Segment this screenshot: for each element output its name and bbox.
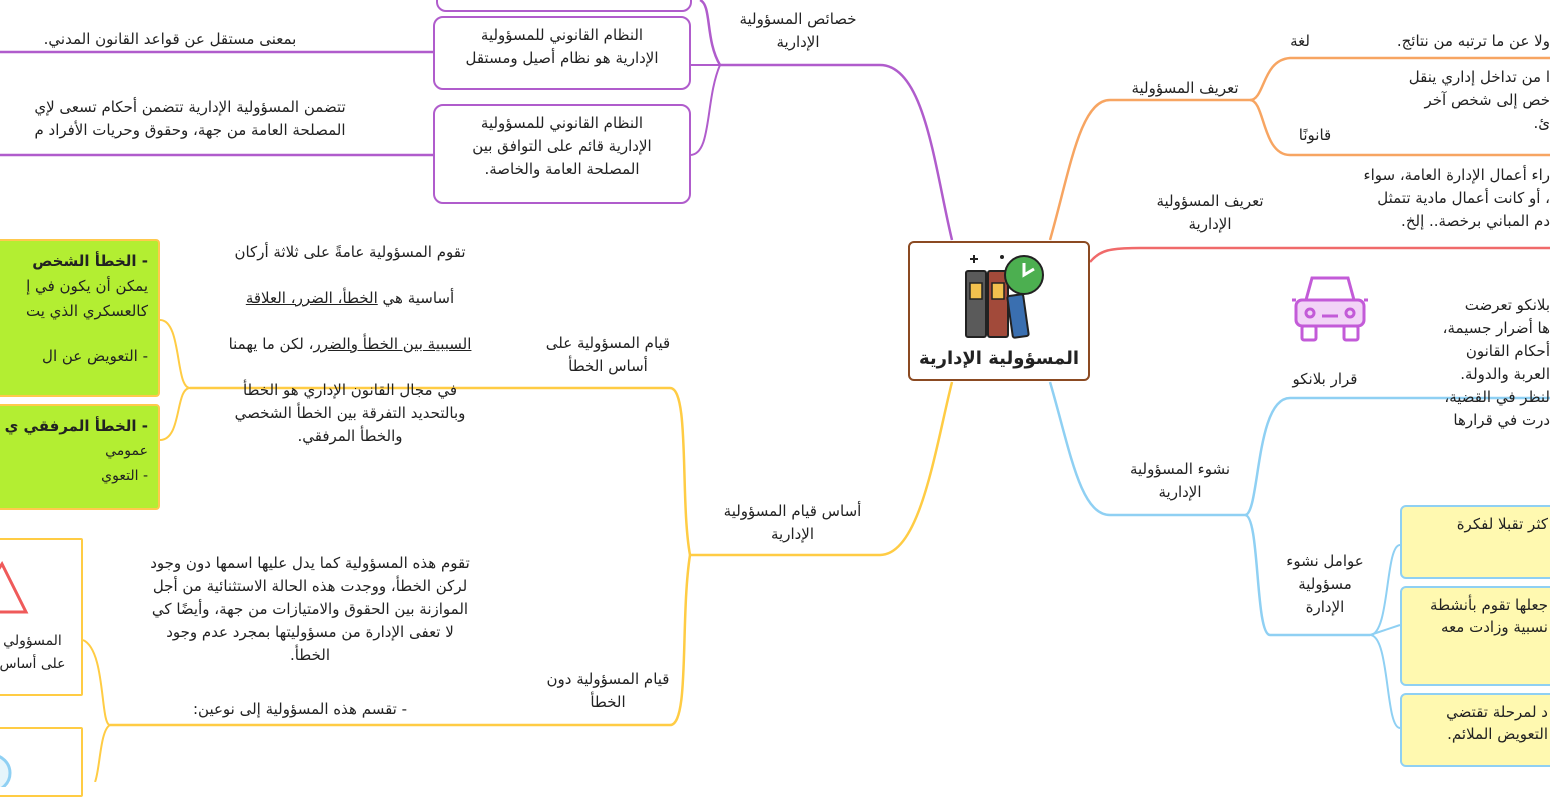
definition-legal-label[interactable]: قانونًا — [1298, 126, 1332, 144]
admin-definition-label[interactable]: تعريف المسؤولية الإدارية — [1156, 192, 1264, 233]
fault-text-rest: في مجال القانون الإداري هو الخطأ وبالتحد… — [234, 381, 466, 445]
nofault-division: - تقسم هذه المسؤولية إلى نوعين: — [192, 700, 408, 718]
personal-fault-title: - الخطأ الشخص — [32, 252, 148, 270]
basis-label[interactable]: أساس قيام المسؤولية الإدارية — [723, 502, 862, 543]
personal-fault-line1: يمكن أن يكون في إ — [26, 277, 148, 295]
central-topic[interactable]: المسؤولية الإدارية — [908, 241, 1090, 381]
central-title: المسؤولية الإدارية — [918, 348, 1080, 369]
personal-fault-box[interactable]: - الخطأ الشخص يمكن أن يكون في إ كالعسكري… — [0, 239, 160, 397]
characteristics-label[interactable]: خصائص المسؤولية الإدارية — [739, 10, 857, 51]
fault-text-line3: السببية بين الخطأ والضرر، لكن ما يهمنا — [228, 335, 472, 353]
definition-legal-text: ا من تداخل إداري ينقل خص إلى شخص آخر ئ. — [1408, 68, 1550, 132]
connector-origin — [1048, 381, 1245, 517]
blanco-label[interactable]: قرار بلانكو — [1292, 370, 1358, 388]
service-fault-line1: عمومي — [105, 443, 148, 459]
second-type-box[interactable] — [0, 727, 83, 797]
fault-label[interactable]: قيام المسؤولية على أساس الخطأ — [545, 334, 671, 375]
connector-factor-3 — [1369, 634, 1401, 729]
service-fault-title: - الخطأ المرفقي ي — [4, 417, 148, 435]
definition-lang-text: ولا عن ما ترتبه من نتائج. — [1396, 32, 1550, 50]
factor-box-2[interactable]: جعلها تقوم بأنشطة نسبية وزادت معه — [1400, 586, 1550, 686]
service-fault-box[interactable]: - الخطأ المرفقي ي عمومي - التعوي — [0, 404, 160, 510]
fault-text-line1: تقوم المسؤولية عامةً على ثلاثة أركان — [234, 243, 466, 261]
char-top-box — [436, 0, 692, 12]
connector-fault-service — [159, 387, 191, 441]
char-text-2: تتضمن المسؤولية الإدارية تتضمن أحكام تسع… — [34, 98, 346, 139]
connector-fault-personal — [159, 319, 191, 389]
connector-fault — [190, 386, 692, 556]
definition-label[interactable]: تعريف المسؤولية — [1131, 79, 1239, 97]
books-clock-icon — [965, 255, 1044, 339]
connector-definition-legal — [1249, 98, 1550, 157]
factor-box-1[interactable]: كثر تقبلا لفكرة — [1400, 505, 1550, 579]
risk-text: المسؤولي على أساس — [0, 633, 66, 672]
char-box-1[interactable]: النظام القانوني للمسؤولية الإدارية هو نظ… — [433, 16, 691, 90]
connector-definition — [1048, 56, 1550, 241]
factors-label[interactable]: عوامل نشوء مسؤولية الإدارة — [1286, 552, 1364, 616]
fault-text-line2: أساسية هي الخطأ، الضرر، العلاقة — [245, 289, 455, 307]
nofault-label[interactable]: قيام المسؤولية دون الخطأ — [546, 670, 670, 711]
connector-nofault-risk — [82, 639, 111, 726]
connector-factor-1 — [1369, 544, 1401, 636]
char-box-2[interactable]: النظام القانوني للمسؤولية الإدارية قائم … — [433, 104, 691, 204]
admin-definition-text: راء أعمال الإدارة العامة، سواء ، أو كانت… — [1363, 166, 1550, 230]
blanco-text: بلانكو تعرضت ها أضرار جسيمة، أحكام القان… — [1442, 296, 1550, 429]
connector-admin-definition — [1089, 246, 1550, 263]
nofault-text: تقوم هذه المسؤولية كما يدل عليها اسمها د… — [150, 554, 470, 664]
circle-icon — [0, 755, 12, 787]
connector-nofault-second — [94, 724, 111, 782]
personal-fault-comp: - التعويض عن ال — [42, 347, 148, 365]
char-text-1: بمعنى مستقل عن قواعد القانون المدني. — [43, 30, 297, 48]
connector-factors — [1244, 513, 1370, 637]
factor-box-3[interactable]: د لمرحلة تقتضي التعويض الملائم. — [1400, 693, 1550, 767]
personal-fault-line2: كالعسكري الذي يت — [26, 302, 148, 320]
car-icon — [1292, 276, 1368, 342]
risk-box[interactable]: المسؤولي على أساس — [0, 538, 83, 696]
connector-blanco — [1244, 396, 1550, 517]
fault-text: تقوم المسؤولية عامةً على ثلاثة أركان أسا… — [195, 218, 505, 471]
definition-lang-label[interactable]: لغة — [1290, 32, 1310, 50]
connector-nofault — [110, 554, 692, 727]
connector-factor-2 — [1369, 624, 1401, 636]
connector-char-top — [699, 0, 722, 66]
origin-label[interactable]: نشوء المسؤولية الإدارية — [1129, 460, 1231, 501]
connector-char-2 — [689, 64, 721, 156]
connector-basis — [690, 381, 954, 557]
service-fault-comp: - التعوي — [101, 468, 148, 484]
connector-characteristics — [720, 63, 954, 241]
warning-icon — [0, 561, 29, 614]
